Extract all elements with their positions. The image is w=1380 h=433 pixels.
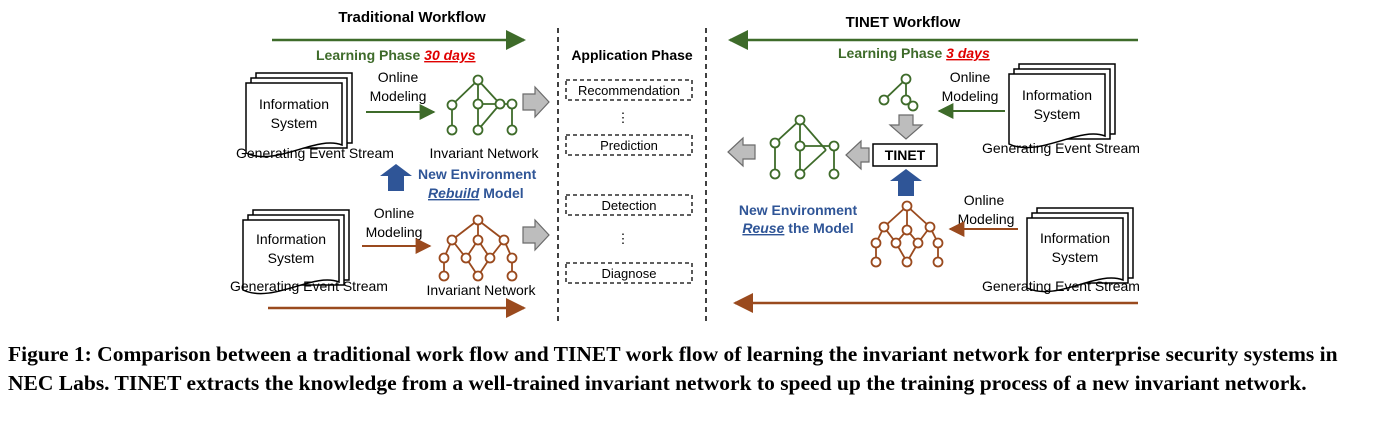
application-item: Diagnose <box>602 266 657 281</box>
application-item: Prediction <box>600 138 658 153</box>
left-arrow-gray <box>845 139 870 171</box>
information-system-doc: Information System <box>245 72 353 158</box>
modeling-label: Modeling <box>366 224 423 240</box>
reuse-model-label: Reuse the Model <box>742 220 853 236</box>
information-system-doc: Information System <box>242 209 350 295</box>
tinet-box <box>872 143 938 167</box>
to-application-arrow <box>727 136 756 168</box>
learning-phase-label: Learning Phase 3 days <box>838 45 990 61</box>
svg-text:System: System <box>1052 249 1099 265</box>
tinet-title: TINET Workflow <box>846 14 961 31</box>
learning-days: 30 days <box>424 47 476 63</box>
application-phase-title: Application Phase <box>571 47 693 63</box>
figure-caption: Figure 1: Comparison between a tradition… <box>8 342 1338 395</box>
invariant-network-brown <box>438 214 518 282</box>
svg-text:Information: Information <box>1022 87 1092 103</box>
svg-text:System: System <box>1034 106 1081 122</box>
application-item-box <box>565 194 693 216</box>
modeling-label: Modeling <box>370 88 427 104</box>
learning-days: 3 days <box>946 45 990 61</box>
svg-text:System: System <box>271 115 318 131</box>
application-item-box <box>565 134 693 156</box>
online-label: Online <box>964 192 1005 208</box>
application-item: Detection <box>602 198 657 213</box>
online-label: Online <box>374 205 415 221</box>
reuse-up-arrow <box>890 169 922 196</box>
transferred-network-green <box>769 114 840 180</box>
stream-label: Generating Event Stream <box>982 278 1140 294</box>
svg-text:Information: Information <box>1040 230 1110 246</box>
stream-label: Generating Event Stream <box>982 140 1140 156</box>
learning-phase-label: Learning Phase 30 days <box>316 47 476 63</box>
modeling-label: Modeling <box>942 88 999 104</box>
to-application-arrow <box>522 218 550 252</box>
invariant-network-brown <box>870 200 944 268</box>
down-arrow-gray <box>888 114 924 140</box>
application-item: Recommendation <box>578 83 680 98</box>
new-environment-label: New Environment <box>739 202 858 218</box>
application-item-box <box>565 262 693 284</box>
information-system-doc: Information System <box>1008 63 1116 149</box>
information-system-doc: Information System <box>1026 207 1134 293</box>
invariant-network-green <box>446 74 518 136</box>
workflow-diagram: Traditional Workflow Learning Phase 30 d… <box>230 9 1140 325</box>
new-environment-label: New Environment <box>418 166 537 182</box>
to-application-arrow <box>522 85 550 119</box>
tinet-box-label: TINET <box>885 147 926 163</box>
online-label: Online <box>378 69 419 85</box>
stream-label: Generating Event Stream <box>236 145 394 161</box>
svg-text:Information: Information <box>256 231 326 247</box>
rebuild-model-label: Rebuild Model <box>428 185 524 201</box>
modeling-label: Modeling <box>958 211 1015 227</box>
online-label: Online <box>950 69 991 85</box>
network-label: Invariant Network <box>427 282 537 298</box>
svg-text:System: System <box>268 250 315 266</box>
ellipsis: ⋮ <box>617 231 630 246</box>
network-label: Invariant Network <box>430 145 540 161</box>
application-item-box <box>565 79 693 101</box>
ellipsis: ⋮ <box>617 110 630 125</box>
traditional-title: Traditional Workflow <box>338 9 486 26</box>
stream-label: Generating Event Stream <box>230 278 388 294</box>
partial-network-green <box>878 73 919 112</box>
rebuild-up-arrow <box>380 164 412 191</box>
svg-text:Information: Information <box>259 96 329 112</box>
